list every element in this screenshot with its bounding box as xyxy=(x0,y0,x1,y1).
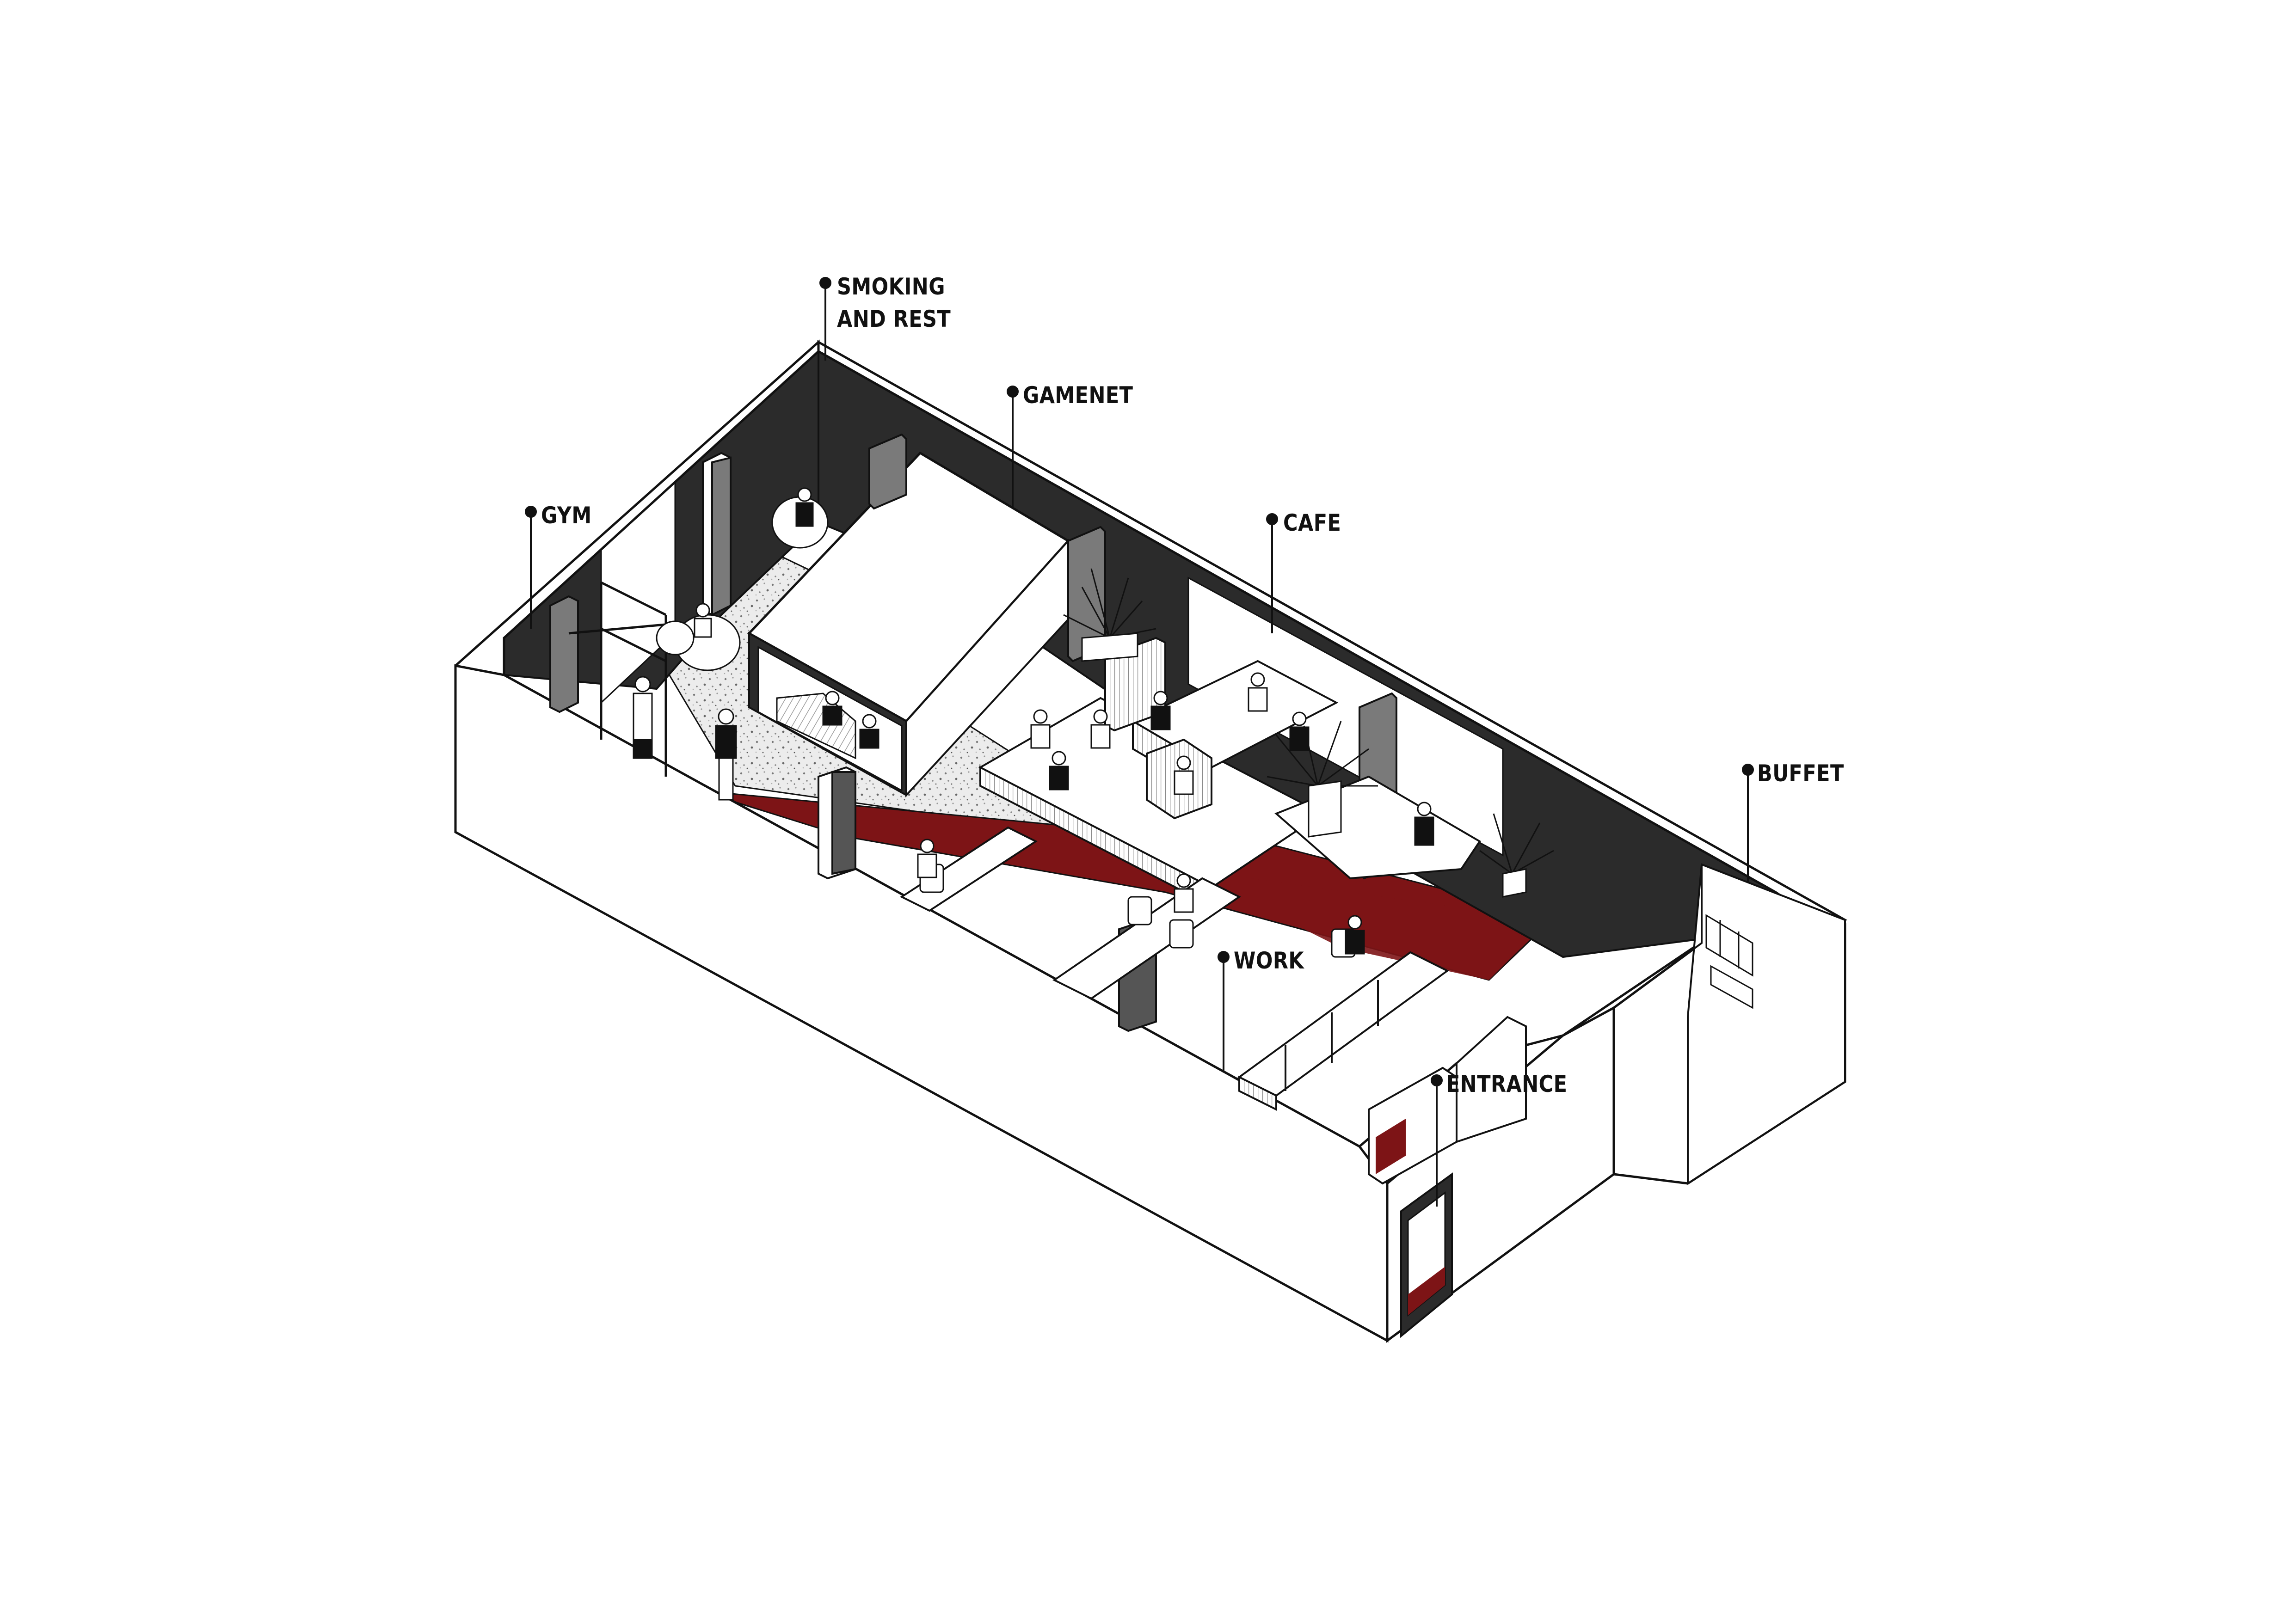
person-gamenet-1 xyxy=(822,691,843,726)
buffet-inner-edge xyxy=(1613,864,1703,1009)
callout-buffet: BUFFET xyxy=(1757,760,1844,787)
white-wall-panel-cafe xyxy=(1187,576,1504,857)
person-cafe-3 xyxy=(1090,709,1111,749)
entrance-corridor xyxy=(1456,1016,1527,1143)
buffet-shelves xyxy=(1705,914,1753,1009)
buffet-block-top xyxy=(1687,863,1846,1185)
person-beanbag xyxy=(694,603,712,638)
person-work-2 xyxy=(1174,873,1194,913)
person-gym xyxy=(633,676,653,759)
entrance-red-floor xyxy=(1376,1119,1406,1174)
cafe-tiered-seating xyxy=(978,637,1481,908)
plants xyxy=(1063,568,1554,898)
red-carpet-desk-strip xyxy=(1184,869,1549,980)
person-standing xyxy=(715,708,737,801)
person-gamenet-2 xyxy=(859,714,879,749)
callout-smoking-and-rest: SMOKING AND REST xyxy=(837,273,951,332)
person-cafe-6 xyxy=(1289,711,1310,751)
callout-entrance: ENTRANCE xyxy=(1446,1071,1568,1097)
person-cafe-5 xyxy=(1248,672,1268,712)
callout-gamenet: GAMENET xyxy=(1023,382,1133,409)
person-work-1 xyxy=(917,839,937,878)
people xyxy=(633,487,1434,955)
callout-work: WORK xyxy=(1234,947,1304,974)
callout-cafe: CAFE xyxy=(1283,509,1341,536)
callout-leaders xyxy=(525,277,1754,1207)
person-work-3 xyxy=(1345,915,1365,955)
callout-gym: GYM xyxy=(541,502,592,529)
person-cafe-1 xyxy=(1030,709,1051,749)
person-cafe-2 xyxy=(1049,751,1069,791)
person-cafe-8 xyxy=(1174,755,1194,795)
person-cafe-7 xyxy=(1414,802,1434,846)
person-smoking xyxy=(795,487,814,527)
person-cafe-4 xyxy=(1150,691,1171,730)
entrance-red-mat xyxy=(1408,1267,1445,1315)
